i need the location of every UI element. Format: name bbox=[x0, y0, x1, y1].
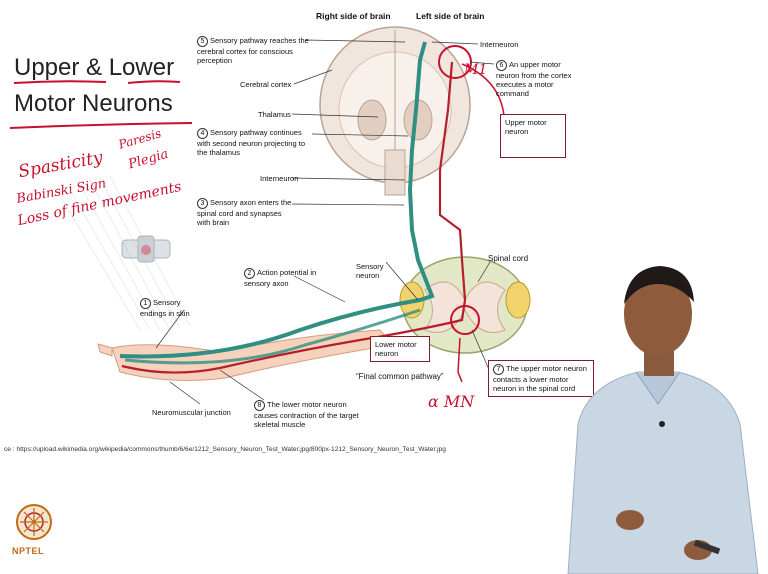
step6-number: 6 bbox=[496, 60, 507, 71]
presenter-figure bbox=[548, 244, 768, 574]
image-source-citation: ce : https://upload.wikimedia.org/wikipe… bbox=[4, 446, 446, 453]
label-neuromuscular-junction: Neuromuscular junction bbox=[152, 408, 231, 417]
faucet-illustration bbox=[122, 236, 170, 262]
step6-text: An upper motor neuron from the cortex ex… bbox=[496, 60, 571, 98]
label-interneuron-left: Interneuron bbox=[260, 174, 298, 183]
step4-text: Sensory pathway continues with second ne… bbox=[197, 128, 305, 157]
step5-number: 5 bbox=[197, 36, 208, 47]
step8-number: 8 bbox=[254, 400, 265, 411]
box-upper-motor-neuron: Upper motor neuron bbox=[500, 114, 566, 158]
box-lower-motor-neuron: Lower motor neuron bbox=[370, 336, 430, 362]
step3-number: 3 bbox=[197, 198, 208, 209]
nptel-logo-text: NPTEL bbox=[12, 546, 44, 556]
label-sensory-neuron: Sensory neuron bbox=[356, 262, 396, 280]
step7-number: 7 bbox=[493, 364, 504, 375]
step4-number: 4 bbox=[197, 128, 208, 139]
label-thalamus: Thalamus bbox=[258, 110, 291, 119]
step3-text: Sensory axon enters the spinal cord and … bbox=[197, 198, 291, 227]
label-final-common-pathway: “Final common pathway” bbox=[356, 372, 444, 381]
label-interneuron-top: Interneuron bbox=[480, 40, 518, 49]
step8-text: The lower motor neuron causes contractio… bbox=[254, 400, 359, 429]
step5-text: Sensory pathway reaches the cerebral cor… bbox=[197, 36, 309, 65]
label-cerebral-cortex: Cerebral cortex bbox=[240, 80, 291, 89]
step2-number: 2 bbox=[244, 268, 255, 279]
header-right-side-of-brain: Right side of brain bbox=[316, 12, 391, 21]
nptel-logo-emblem bbox=[14, 500, 54, 544]
step1-number: 1 bbox=[140, 298, 151, 309]
step2-text: Action potential in sensory axon bbox=[244, 268, 316, 288]
label-spinal-cord: Spinal cord bbox=[488, 254, 528, 263]
header-left-side-of-brain: Left side of brain bbox=[416, 12, 484, 21]
